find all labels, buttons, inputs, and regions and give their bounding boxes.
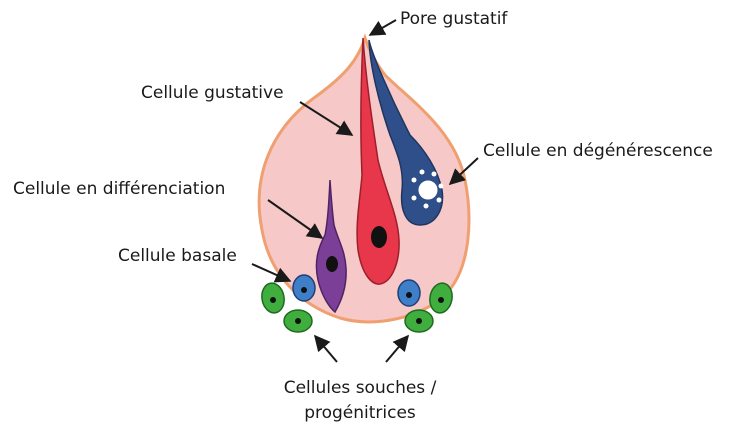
stem-nucleus bbox=[270, 297, 276, 303]
degenerating-nucleus bbox=[419, 181, 437, 199]
label-degeneration: Cellule en dégénérescence bbox=[483, 141, 713, 161]
differentiating-nucleus bbox=[326, 256, 338, 272]
arrow-stem-left bbox=[315, 336, 337, 362]
vesicle bbox=[412, 178, 417, 183]
arrow-stem-right bbox=[386, 336, 408, 362]
vesicle bbox=[424, 204, 429, 209]
basal-nucleus bbox=[406, 292, 412, 298]
gustative-nucleus bbox=[371, 226, 387, 248]
vesicle bbox=[437, 198, 442, 203]
basal-nucleus bbox=[301, 287, 307, 293]
vesicle bbox=[432, 172, 437, 177]
vesicle bbox=[439, 184, 444, 189]
label-stem-line2: progénitrices bbox=[304, 403, 416, 423]
stem-nucleus bbox=[416, 318, 422, 324]
label-pore: Pore gustatif bbox=[400, 9, 508, 29]
label-differentiation: Cellule en différenciation bbox=[13, 179, 225, 199]
label-basal: Cellule basale bbox=[118, 246, 237, 266]
stem-nucleus bbox=[295, 318, 301, 324]
vesicle bbox=[412, 196, 417, 201]
label-gustative: Cellule gustative bbox=[141, 83, 284, 103]
stem-nucleus bbox=[438, 297, 444, 303]
arrow-pore bbox=[370, 20, 396, 35]
label-stem-line1: Cellules souches / bbox=[284, 378, 437, 398]
vesicle bbox=[420, 170, 425, 175]
